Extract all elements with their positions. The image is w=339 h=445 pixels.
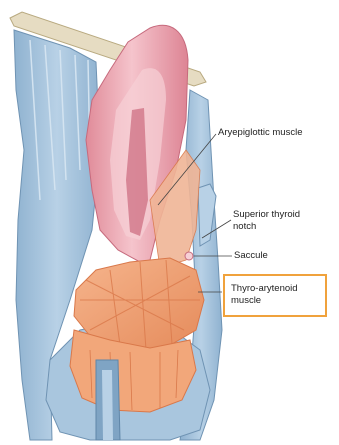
label-aryepiglottic-muscle: Aryepiglottic muscle	[218, 127, 302, 139]
label-superior-thyroid-notch-line2: notch	[233, 221, 300, 233]
label-thyro-arytenoid-muscle: Thyro-arytenoid muscle	[231, 283, 298, 307]
trachea-highlight	[102, 370, 113, 440]
label-saccule: Saccule	[234, 250, 268, 262]
saccule-marker	[185, 252, 193, 260]
label-thyro-arytenoid-line2: muscle	[231, 295, 298, 307]
label-superior-thyroid-notch-line1: Superior thyroid	[233, 209, 300, 221]
label-superior-thyroid-notch: Superior thyroid notch	[233, 209, 300, 233]
label-thyro-arytenoid-line1: Thyro-arytenoid	[231, 283, 298, 295]
